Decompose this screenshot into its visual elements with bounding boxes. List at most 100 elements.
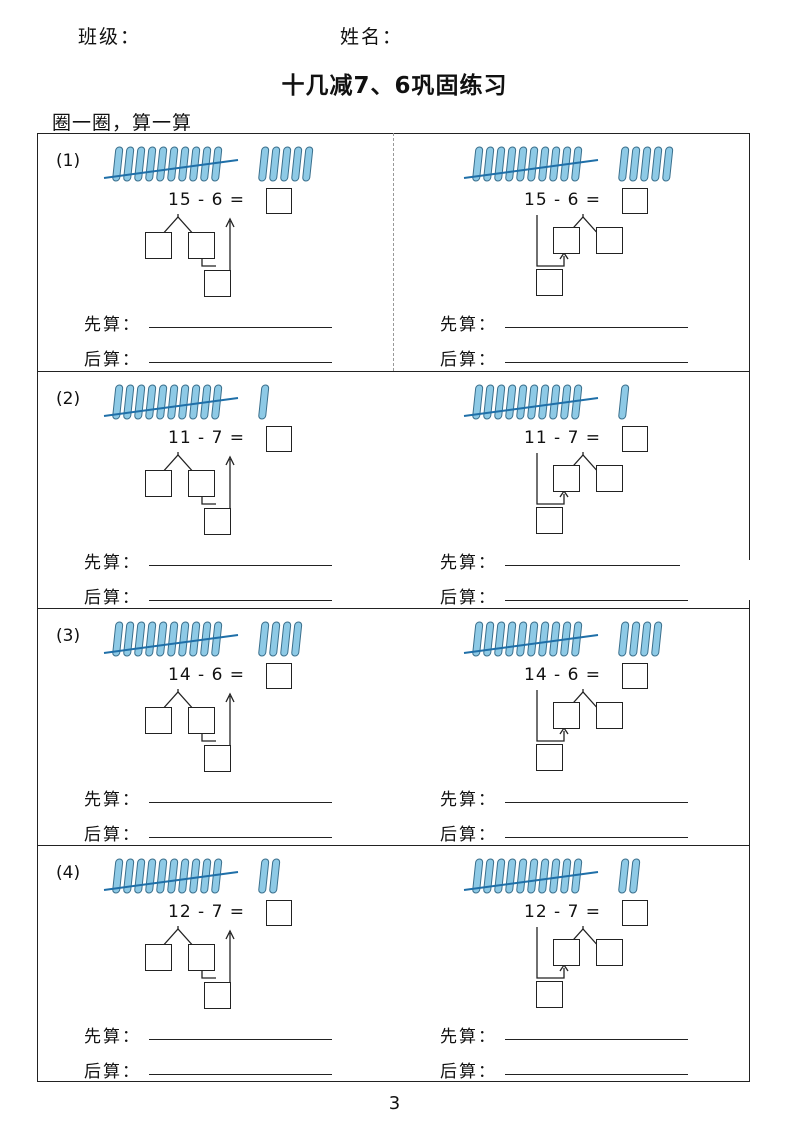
equation-text: 15 - 6 = <box>168 190 246 210</box>
counting-stick <box>167 621 179 657</box>
split-box-left[interactable] <box>553 227 580 254</box>
counting-stick <box>629 858 641 894</box>
answer-box[interactable] <box>622 426 648 452</box>
first-step-label: 先算： <box>84 790 141 810</box>
blank-area <box>680 560 789 600</box>
counting-stick <box>549 146 561 182</box>
first-step-label: 先算： <box>84 553 141 573</box>
counting-stick <box>258 858 270 894</box>
split-box-right[interactable] <box>596 702 623 729</box>
first-step-line[interactable] <box>149 565 332 566</box>
then-step-label: 后算： <box>440 825 497 845</box>
counting-stick <box>134 621 146 657</box>
then-step-label: 后算： <box>84 825 141 845</box>
then-step-line[interactable] <box>149 837 332 838</box>
then-step-label: 后算： <box>440 588 497 608</box>
first-step-line[interactable] <box>149 1039 332 1040</box>
then-step-line[interactable] <box>149 1074 332 1075</box>
answer-box[interactable] <box>622 188 648 214</box>
counting-stick <box>527 384 539 420</box>
problem-drawing <box>463 146 674 267</box>
counting-stick <box>472 858 484 894</box>
counting-stick <box>629 146 641 182</box>
problem-drawing <box>463 621 663 742</box>
equation-text: 14 - 6 = <box>168 665 246 685</box>
answer-box[interactable] <box>266 663 292 689</box>
then-step-line[interactable] <box>505 1074 688 1075</box>
counting-stick <box>156 858 168 894</box>
bundle-cross-line <box>103 159 239 179</box>
tens-box[interactable] <box>145 232 172 259</box>
counting-stick <box>145 384 157 420</box>
first-step-line[interactable] <box>505 1039 688 1040</box>
counting-stick <box>516 146 528 182</box>
answer-box[interactable] <box>266 900 292 926</box>
name-label: 姓名： <box>340 26 404 48</box>
counting-stick <box>494 858 506 894</box>
column-divider <box>393 133 394 371</box>
problem-cell: (4)12 - 7 =先算：后算： <box>40 847 396 1084</box>
first-step-label: 先算： <box>440 1027 497 1047</box>
first-step-line[interactable] <box>149 327 332 328</box>
tens-box[interactable] <box>145 470 172 497</box>
answer-box[interactable] <box>266 188 292 214</box>
counting-stick <box>178 384 190 420</box>
result-box[interactable] <box>204 508 231 535</box>
equation-text: 14 - 6 = <box>524 665 602 685</box>
ones-box[interactable] <box>188 707 215 734</box>
split-box-right[interactable] <box>596 939 623 966</box>
answer-box[interactable] <box>266 426 292 452</box>
counting-stick <box>527 146 539 182</box>
then-step-line[interactable] <box>149 600 332 601</box>
counting-stick <box>145 621 157 657</box>
counting-stick <box>549 621 561 657</box>
answer-box[interactable] <box>622 900 648 926</box>
then-step-line[interactable] <box>149 362 332 363</box>
result-box[interactable] <box>204 270 231 297</box>
then-step-label: 后算： <box>440 1062 497 1082</box>
problem-drawing <box>103 146 314 282</box>
counting-stick <box>112 146 124 182</box>
first-step-line[interactable] <box>505 327 688 328</box>
question-number: (2) <box>56 389 81 409</box>
tens-box[interactable] <box>145 944 172 971</box>
counting-stick <box>189 384 201 420</box>
ones-box[interactable] <box>188 232 215 259</box>
counting-stick <box>629 621 641 657</box>
split-box-right[interactable] <box>596 465 623 492</box>
ones-box[interactable] <box>188 944 215 971</box>
problem-cell: 11 - 7 =先算：后算： <box>396 373 752 610</box>
result-box[interactable] <box>536 981 563 1008</box>
result-box[interactable] <box>536 269 563 296</box>
counting-stick <box>494 384 506 420</box>
result-box[interactable] <box>536 507 563 534</box>
problem-drawing <box>103 384 270 520</box>
result-box[interactable] <box>204 745 231 772</box>
first-step-line[interactable] <box>149 802 332 803</box>
then-step-label: 后算： <box>84 350 141 370</box>
counting-stick <box>527 621 539 657</box>
counting-stick <box>167 384 179 420</box>
then-step-line[interactable] <box>505 837 688 838</box>
problem-cell: 15 - 6 =先算：后算： <box>396 135 752 372</box>
problem-cell: (2)11 - 7 =先算：后算： <box>40 373 396 610</box>
then-step-line[interactable] <box>505 600 688 601</box>
first-step-line[interactable] <box>505 565 688 566</box>
first-step-line[interactable] <box>505 802 688 803</box>
split-box-left[interactable] <box>553 939 580 966</box>
counting-stick <box>640 146 652 182</box>
problem-cell: 14 - 6 =先算：后算： <box>396 610 752 847</box>
split-box-left[interactable] <box>553 702 580 729</box>
answer-box[interactable] <box>622 663 648 689</box>
split-box-left[interactable] <box>553 465 580 492</box>
bundle-cross-line <box>103 634 239 654</box>
problem-drawing <box>103 858 281 994</box>
result-box[interactable] <box>536 744 563 771</box>
tens-box[interactable] <box>145 707 172 734</box>
result-box[interactable] <box>204 982 231 1009</box>
then-step-line[interactable] <box>505 362 688 363</box>
ones-box[interactable] <box>188 470 215 497</box>
counting-stick <box>189 146 201 182</box>
first-step-label: 先算： <box>440 315 497 335</box>
split-box-right[interactable] <box>596 227 623 254</box>
